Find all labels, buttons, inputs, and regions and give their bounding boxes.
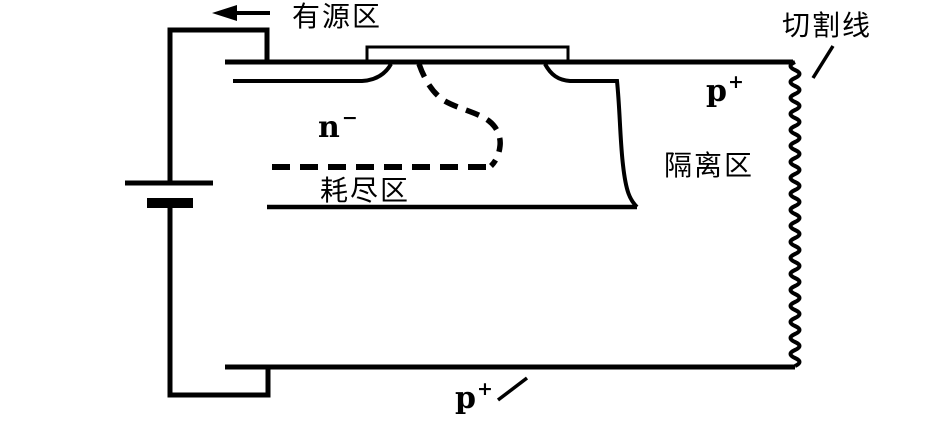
cut-line-label: 切割线	[782, 9, 872, 42]
active-region-label: 有源区	[292, 0, 382, 33]
cut-line-pointer	[811, 45, 835, 79]
top-contact-wire	[167, 27, 270, 182]
left-diffusion-boundary	[233, 62, 393, 83]
p-plus-bottom-base: p	[455, 381, 476, 416]
isolation-region-boundary	[543, 63, 639, 209]
p-plus-bottom-label: p+	[455, 378, 493, 416]
active-region-arrow	[212, 5, 270, 21]
p-plus-top-label: p+	[706, 71, 744, 109]
depletion-region-label: 耗尽区	[320, 174, 410, 207]
p-plus-top-base: p	[706, 74, 727, 109]
n-minus-base: n	[318, 110, 340, 145]
bottom-contact-wire	[167, 203, 271, 398]
scribe-line-zigzag	[788, 60, 802, 368]
p-bottom-pointer	[496, 376, 529, 402]
p-plus-bottom-sup: +	[477, 378, 493, 400]
arrow-head-icon	[212, 5, 237, 21]
battery-symbol	[125, 180, 213, 208]
p-plus-top-sup: +	[728, 71, 744, 93]
isolation-region-label: 隔离区	[664, 149, 754, 182]
n-minus-label: n−	[318, 107, 358, 145]
n-minus-sup: −	[342, 107, 358, 129]
depletion-dashed-curve	[416, 63, 503, 168]
